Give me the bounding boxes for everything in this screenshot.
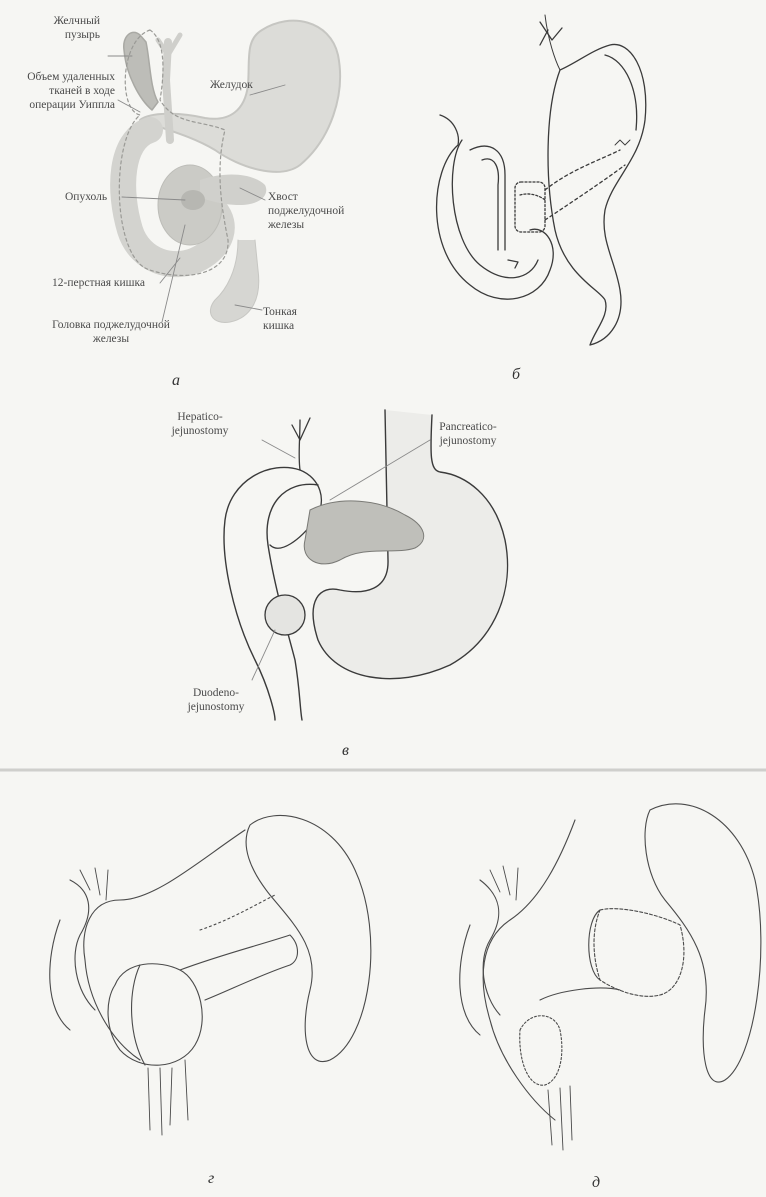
- label-duodenojejunostomy: Duodeno- jejunostomy: [166, 686, 266, 714]
- pancreas-body: [200, 175, 266, 205]
- label-duodenum: 12-перстная кишка: [52, 276, 145, 290]
- label-hepatico-line2: jejunostomy: [150, 424, 250, 438]
- pancreatic-stump-e: [594, 909, 684, 997]
- gallbladder-shape: [124, 32, 158, 110]
- label-stomach: Желудок: [210, 78, 253, 92]
- label-tail-line1: Хвост: [268, 190, 344, 204]
- jejunal-stump-e: [520, 1016, 562, 1085]
- label-duodeno-line2: jejunostomy: [166, 700, 266, 714]
- panel-d-drawing: [50, 815, 371, 1135]
- caption-panel-a: а: [172, 372, 180, 390]
- caption-panel-b: б: [512, 366, 520, 384]
- label-duodeno-line1: Duodeno-: [166, 686, 266, 700]
- label-tumor: Опухоль: [65, 190, 107, 204]
- label-hepatico-line1: Hepatico-: [150, 410, 250, 424]
- label-hepaticojejunostomy: Hepatico- jejunostomy: [150, 410, 250, 438]
- jejunal-loop-d: [108, 964, 202, 1065]
- label-gallbladder-line1: Желчный: [20, 14, 100, 28]
- panel-c-drawing: [224, 410, 507, 720]
- caption-panel-e: д: [592, 1174, 600, 1192]
- label-intestine-line1: Тонкая: [263, 305, 297, 319]
- label-head-line1: Головка поджелудочной: [36, 318, 186, 332]
- stomach-outline-e: [645, 804, 761, 1082]
- label-tail-line2: поджелудочной: [268, 204, 344, 218]
- label-pancreatico-line2: jejunostomy: [418, 434, 518, 448]
- panel-b-drawing: [437, 15, 646, 345]
- label-resected-line1: Объем удаленных: [0, 70, 115, 84]
- label-gallbladder: Желчный пузырь: [20, 14, 100, 42]
- label-intestine-line2: кишка: [263, 319, 297, 333]
- label-resected-line2: тканей в ходе: [0, 84, 115, 98]
- label-tail-line3: железы: [268, 218, 344, 232]
- label-resected-line3: операции Уиппла: [0, 98, 115, 112]
- caption-panel-d: г: [208, 1170, 214, 1188]
- caption-panel-c: в: [342, 742, 349, 760]
- label-head-line2: железы: [36, 332, 186, 346]
- label-pancreaticojejunostomy: Pancreatico- jejunostomy: [418, 420, 518, 448]
- label-small-intestine: Тонкая кишка: [263, 305, 297, 333]
- label-pancreas-head: Головка поджелудочной железы: [36, 318, 186, 346]
- stomach-outline-b: [548, 44, 646, 345]
- label-resected-volume: Объем удаленных тканей в ходе операции У…: [0, 70, 115, 112]
- anastomosis-b: [515, 182, 545, 232]
- label-gallbladder-line2: пузырь: [20, 28, 100, 42]
- duodenojejunal-anastomosis: [265, 595, 305, 635]
- panel-e-drawing: [460, 804, 761, 1150]
- stomach-outline-d: [246, 815, 371, 1061]
- label-pancreatico-line1: Pancreatico-: [418, 420, 518, 434]
- jejunal-limb-c: [224, 467, 300, 720]
- label-pancreas-tail: Хвост поджелудочной железы: [268, 190, 344, 232]
